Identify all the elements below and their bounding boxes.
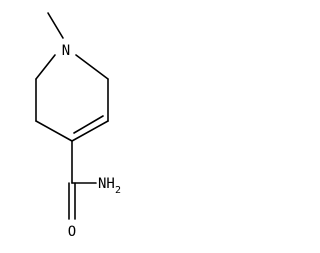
bond-c3-c4 — [35, 120, 73, 142]
bond-methyl — [47, 12, 64, 39]
atom-amide-subscript: 2 — [115, 185, 121, 196]
atom-ring-nitrogen: N — [62, 43, 70, 59]
atom-amide-nitrogen: NH — [98, 176, 115, 192]
bond-c4-c5 — [71, 120, 109, 142]
atom-oxygen: O — [68, 224, 76, 240]
bond-n1-c2 — [35, 54, 56, 80]
bond-c4-c5-double — [73, 115, 104, 134]
structure-diagram: N NH 2 O — [35, 12, 121, 240]
bond-c6-n1 — [75, 54, 109, 80]
